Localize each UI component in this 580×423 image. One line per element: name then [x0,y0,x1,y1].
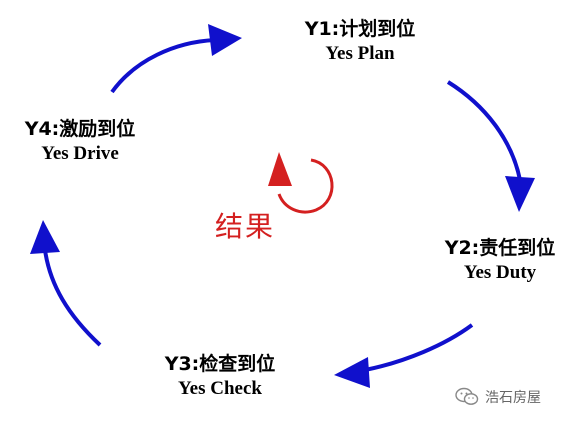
cycle-arrow-icon [268,152,334,214]
arrow-y3-to-y4 [43,249,102,347]
node-y3-cn-label: Y3:检查到位 [164,353,276,375]
arrow-y1-to-y2 [446,80,522,181]
center-result-label: 结果 [214,210,275,243]
arrow-y2-to-y3 [364,323,474,372]
arrow-y4-to-y1 [110,38,216,94]
node-y3-check: Y3:检查到位 Yes Check [140,353,300,401]
node-y4-drive: Y4:激励到位 Yes Drive [0,118,160,166]
watermark: 浩石房屋 [455,385,541,409]
node-y2-duty: Y2:责任到位 Yes Duty [420,237,580,285]
node-y2-en-label: Yes Duty [463,261,537,283]
wechat-icon [455,387,479,405]
node-y1-cn-label: Y1:计划到位 [304,18,416,40]
arrowhead-y1-to-y2 [505,176,535,212]
node-y4-en-label: Yes Drive [41,142,119,164]
node-y1-en-label: Yes Plan [325,42,395,64]
watermark-text: 浩石房屋 [485,390,541,406]
node-y4-cn-label: Y4:激励到位 [24,118,136,140]
node-y3-en-label: Yes Check [178,377,262,399]
node-y2-cn-label: Y2:责任到位 [444,237,556,259]
arrowhead-y4-to-y1 [208,24,242,56]
arrowhead-y3-to-y4 [30,220,60,254]
node-y1-plan: Y1:计划到位 Yes Plan [280,18,440,66]
arrowhead-y2-to-y3 [334,357,370,388]
